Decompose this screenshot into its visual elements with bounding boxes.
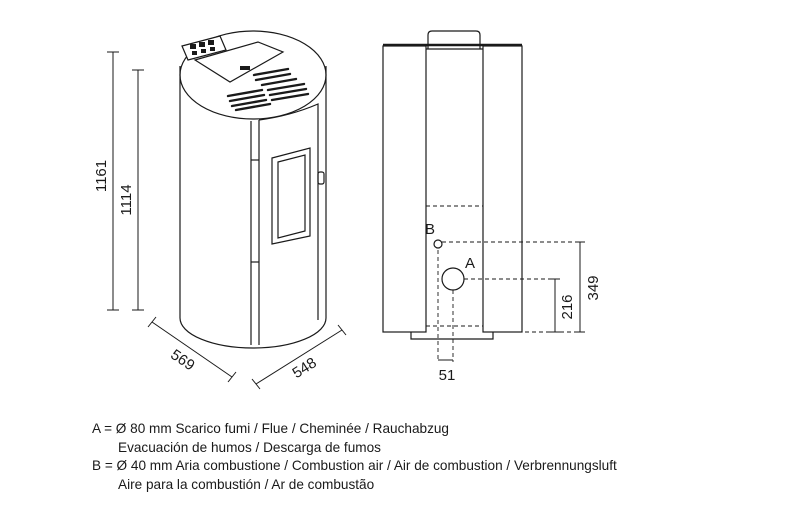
dim-height-a: 216: [559, 294, 576, 319]
stove-perspective-view: [179, 30, 327, 349]
left-dimension-lines: [107, 51, 347, 390]
top-grille: [226, 67, 310, 112]
connection-a: [441, 267, 465, 291]
dim-height-b: 349: [585, 275, 602, 300]
dim-offset-a: 51: [439, 367, 456, 384]
dim-width: 548: [289, 354, 319, 382]
legend-a-line-2: Evacuación de humos / Descarga de fumos: [118, 439, 381, 455]
rear-left-panel: [382, 45, 427, 333]
label-point-a: A: [465, 255, 475, 272]
stove-body-outline: [179, 66, 327, 349]
legend-b-line-1: B = Ø 40 mm Aria combustione / Combustio…: [92, 458, 617, 473]
door-handle: [317, 171, 325, 185]
dim-door-height: 1114: [118, 184, 135, 215]
legend: A = Ø 80 mm Scarico fumi / Flue / Chemin…: [92, 420, 617, 494]
legend-a-line-1: A = Ø 80 mm Scarico fumi / Flue / Chemin…: [92, 421, 449, 436]
stove-door: [250, 103, 319, 345]
legend-b-line-2: Aire para la combustión / Ar de combustã…: [118, 476, 375, 492]
rear-guide-lines: [437, 241, 585, 362]
connection-b: [433, 239, 443, 249]
rear-base: [410, 332, 494, 340]
rear-top-handle: [427, 30, 481, 49]
lid-handle: [240, 66, 250, 70]
rear-dimension-lines: [438, 241, 585, 361]
control-panel: [181, 35, 227, 61]
stove-top-ellipse: [179, 30, 327, 120]
rear-right-panel: [482, 45, 523, 333]
pellet-lid: [193, 41, 285, 83]
door-window: [271, 147, 311, 245]
stove-rear-view: [382, 30, 523, 340]
dim-total-height: 1161: [93, 160, 110, 192]
label-point-b: B: [425, 221, 435, 238]
